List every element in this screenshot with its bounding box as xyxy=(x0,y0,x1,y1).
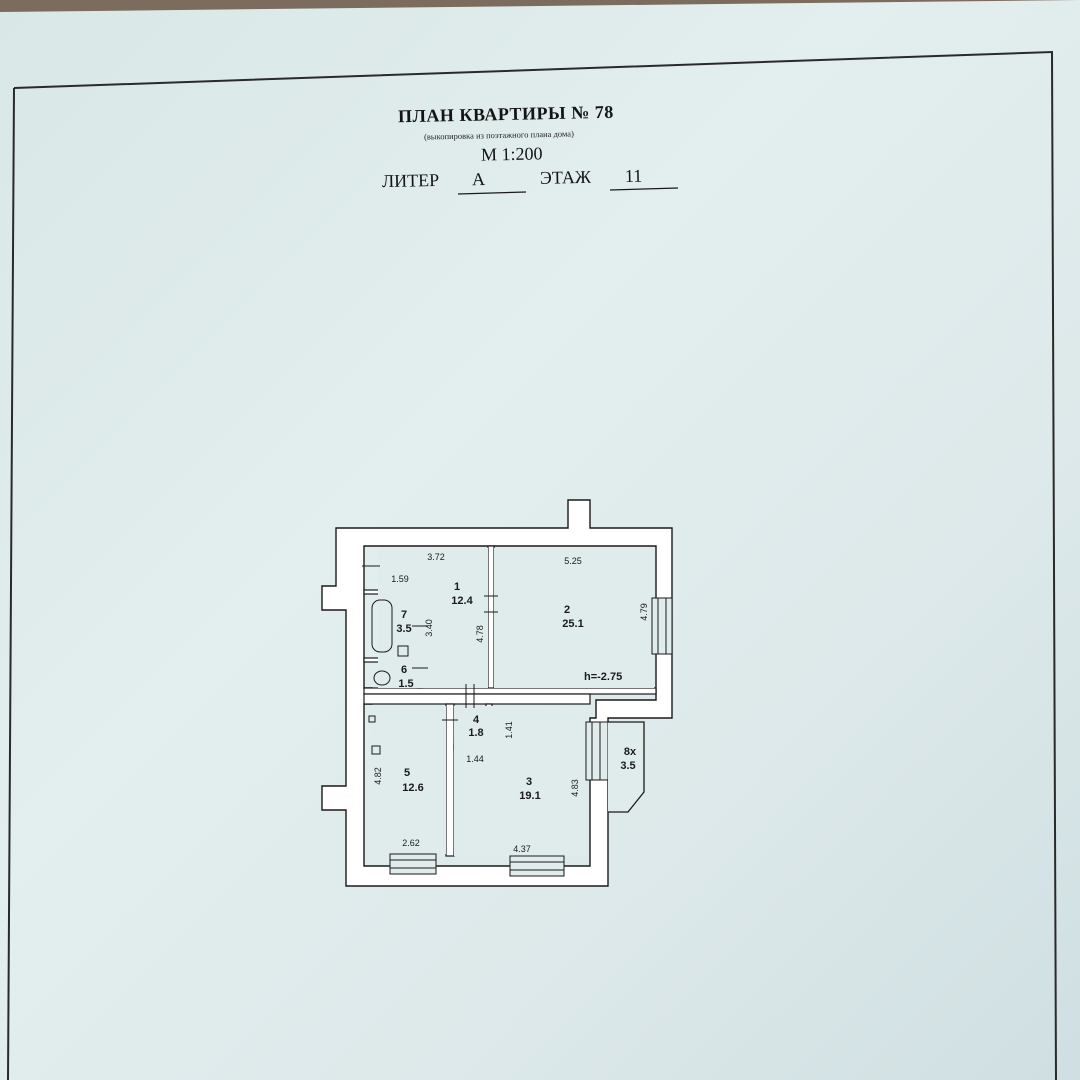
room-7-number: 7 xyxy=(401,609,407,621)
room-6-number: 6 xyxy=(401,664,407,676)
dim-room3-height: 4.83 xyxy=(570,779,580,797)
dim-bath-width: 1.59 xyxy=(391,574,409,584)
room-8-area: 3.5 xyxy=(620,760,635,772)
room-5-area: 12.6 xyxy=(402,782,423,794)
dim-room4-height: 1.41 xyxy=(504,721,514,739)
windows xyxy=(389,597,673,877)
doors xyxy=(362,565,498,721)
room-7-area: 3.5 xyxy=(396,623,411,635)
riser-icon xyxy=(368,715,376,723)
dim-room3-width: 4.37 xyxy=(513,844,531,854)
dim-bath-height: 3.40 xyxy=(424,619,434,637)
dim-room5-width: 2.62 xyxy=(402,838,420,848)
room-3-number: 3 xyxy=(526,776,532,788)
room-2-number: 2 xyxy=(564,604,570,616)
heater-icon xyxy=(371,745,381,755)
dim-room2-width: 5.25 xyxy=(564,556,582,566)
dim-room5-height: 4.82 xyxy=(373,767,383,785)
dim-room4-width: 1.44 xyxy=(466,754,484,764)
room-2-area: 25.1 xyxy=(562,618,583,630)
room-1-number: 1 xyxy=(454,581,460,593)
room-6-area: 1.5 xyxy=(398,678,413,690)
bathtub-icon xyxy=(371,599,409,686)
ceiling-height: h=-2.75 xyxy=(584,671,622,683)
dim-room2-height: 4.79 xyxy=(639,603,649,621)
dim-room1-height: 4.78 xyxy=(475,625,485,643)
dim-room1-width: 3.72 xyxy=(427,552,445,562)
room-3-area: 19.1 xyxy=(519,790,540,802)
balcony xyxy=(608,721,645,813)
room-4-area: 1.8 xyxy=(468,727,483,739)
room-1-area: 12.4 xyxy=(451,595,473,607)
room-4-number: 4 xyxy=(473,714,480,726)
room-8-number: 8х xyxy=(624,746,637,758)
room-5-number: 5 xyxy=(404,767,410,779)
